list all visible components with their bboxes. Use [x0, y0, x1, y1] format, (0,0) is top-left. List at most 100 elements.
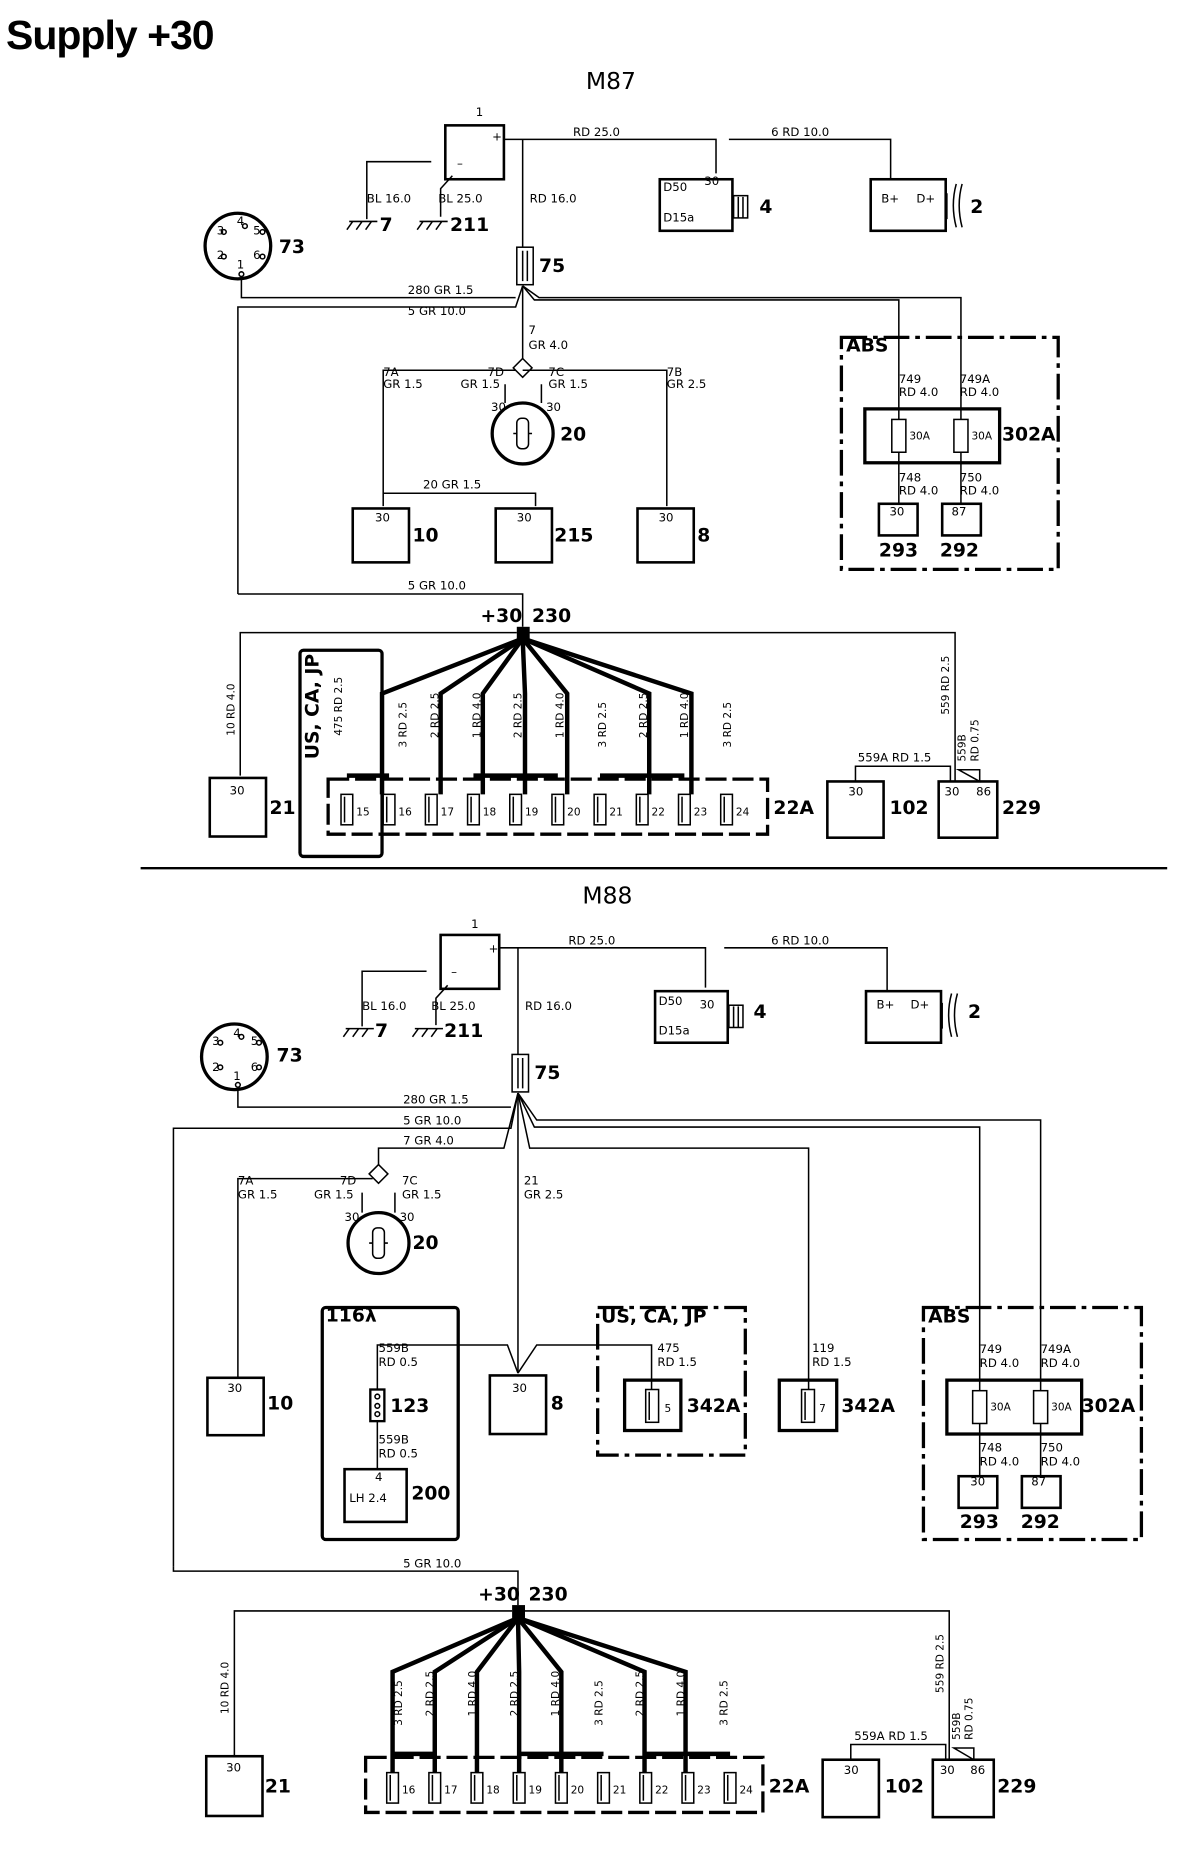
wire-label: 559B: [957, 734, 969, 761]
label: 475: [657, 1341, 679, 1355]
fuse-number: 18: [486, 1785, 499, 1797]
label: 30: [375, 510, 390, 524]
fuse-20: 20: [554, 1771, 584, 1804]
label: RD 1.5: [657, 1355, 696, 1369]
label: 7D: [340, 1173, 356, 1187]
label: 30: [970, 1475, 985, 1489]
abs-region: [839, 335, 1060, 572]
label: 30: [659, 510, 674, 524]
label: 21: [524, 1173, 539, 1187]
fuse-box-342A-2: [777, 1378, 839, 1433]
fuse-number: 21: [609, 806, 622, 818]
busbar-feed-wires: [346, 636, 694, 795]
relay-292: [940, 502, 983, 537]
alternator-pulley-icon: [941, 993, 959, 1038]
fuse-number: 15: [356, 806, 369, 818]
region-label: US, CA, JP: [303, 654, 324, 759]
wire-label: 3 RD 2.5: [597, 702, 609, 748]
label: ABS: [846, 335, 888, 356]
label: 211: [450, 215, 489, 236]
label: RD 4.0: [980, 1455, 1019, 1469]
battery-1: [444, 124, 506, 181]
label: 30: [227, 1381, 242, 1395]
label: D15a: [659, 1024, 690, 1038]
label: GR 1.5: [238, 1188, 278, 1202]
page-title: Supply +30: [6, 12, 215, 58]
fuse-17: 17: [428, 1771, 458, 1804]
label: RD 25.0: [568, 933, 615, 947]
label: RD 16.0: [525, 999, 572, 1013]
label: 5 GR 10.0: [403, 1557, 461, 1571]
wire-label: 3 RD 2.5: [722, 702, 734, 748]
label: 230: [529, 1584, 568, 1605]
label: 123: [390, 1396, 429, 1417]
region-us-ca-jp: [596, 1305, 747, 1457]
label: 30: [491, 400, 506, 414]
label: 749A: [960, 372, 990, 386]
label: 7A: [238, 1173, 253, 1187]
label: 1: [476, 105, 483, 119]
label: 750: [1041, 1441, 1063, 1455]
label: 211: [444, 1021, 483, 1042]
section-title-m87: M87: [586, 67, 636, 95]
fuse-number: 17: [441, 806, 454, 818]
wire-label: 559 RD 2.5: [940, 656, 952, 715]
wire-label: 10 RD 4.0: [220, 1662, 232, 1714]
label: 7D: [488, 365, 504, 379]
fuse-box-22A: [363, 1755, 765, 1815]
label: 102: [889, 798, 928, 819]
label: 73: [279, 237, 305, 258]
label: 3: [217, 223, 224, 237]
label: LH 2.4: [349, 1491, 387, 1505]
ignition-switch-20: [490, 401, 555, 466]
wire-label: 2 RD 2.5: [429, 693, 441, 739]
fuse-box-302A: [945, 1378, 1084, 1436]
label: –: [451, 965, 457, 979]
fuse-box-342A: [622, 1378, 683, 1433]
label: 342A: [687, 1396, 741, 1417]
fuse-number: 24: [739, 1785, 753, 1797]
wire-label: 2 RD 2.5: [638, 693, 650, 739]
relay-293: [957, 1474, 999, 1510]
label: 20: [560, 425, 586, 446]
label: +30: [480, 606, 522, 627]
svg-text:30A: 30A: [909, 430, 930, 442]
label: 75: [539, 256, 565, 277]
label: GR 1.5: [461, 377, 501, 391]
fuse-20: 20: [551, 793, 581, 826]
fuse-number: 23: [697, 1785, 710, 1797]
label: +: [492, 130, 502, 144]
fuse-16: 16: [382, 793, 412, 826]
wire-label: RD 0.75: [964, 1698, 976, 1740]
fuse-21: 21: [593, 793, 623, 826]
fuse-number: 24: [736, 806, 750, 818]
fuse-number: 19: [525, 806, 538, 818]
label: 1: [471, 917, 478, 931]
label: 5 GR 10.0: [408, 304, 466, 318]
fuse-16: 16: [385, 1771, 416, 1804]
component-10: [351, 507, 411, 564]
fuse-302A-749A: [1032, 1389, 1049, 1477]
label: 750: [960, 471, 982, 485]
component-10: [206, 1376, 265, 1437]
label: 342A: [841, 1396, 895, 1417]
fuse-box-22A: [326, 777, 770, 836]
fuse-number: 16: [398, 806, 412, 818]
fuse-18: 18: [466, 793, 496, 826]
fuse-15: 15: [340, 793, 370, 826]
label: 302A: [1082, 1396, 1136, 1417]
label: 230: [532, 606, 571, 627]
label: 116λ: [326, 1306, 377, 1327]
label: 5: [253, 223, 260, 237]
label: 4: [375, 1470, 382, 1484]
label: 86: [970, 1763, 985, 1777]
label: RD 4.0: [899, 385, 938, 399]
wire-label: 1 RD 4.0: [550, 1671, 562, 1717]
label: RD 4.0: [980, 1356, 1019, 1370]
fuse-302A-749: [971, 1389, 988, 1477]
fuse-box-302A: [863, 407, 1002, 465]
label: 30: [700, 998, 715, 1012]
fuse-75: [511, 1053, 530, 1093]
label: B+: [881, 192, 899, 206]
